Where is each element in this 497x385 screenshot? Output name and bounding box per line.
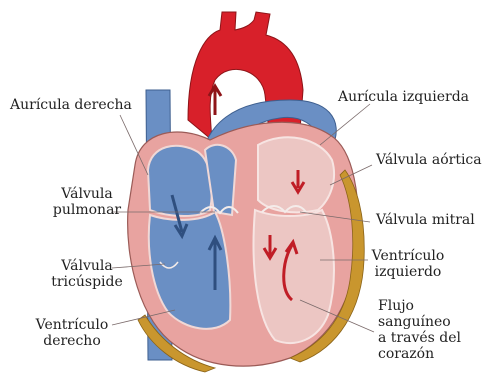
label-ventriculo-izquierdo-line2: izquierdo bbox=[368, 264, 448, 280]
label-flujo-sanguineo: Flujo sanguíneo a través del corazón bbox=[378, 298, 461, 362]
label-flujo-line1: Flujo bbox=[378, 298, 461, 314]
label-ventriculo-derecho-line2: derecho bbox=[30, 333, 114, 349]
label-flujo-line4: corazón bbox=[378, 346, 461, 362]
left-atrium bbox=[258, 137, 334, 212]
label-auricula-derecha: Aurícula derecha bbox=[10, 97, 132, 113]
label-valvula-pulmonar-line2: pulmonar bbox=[46, 202, 128, 218]
label-ventriculo-izquierdo-line1: Ventrículo bbox=[368, 248, 448, 264]
label-auricula-izquierda: Aurícula izquierda bbox=[338, 89, 469, 105]
label-valvula-mitral: Válvula mitral bbox=[376, 212, 475, 228]
label-valvula-pulmonar-line1: Válvula bbox=[46, 186, 128, 202]
label-valvula-aortica: Válvula aórtica bbox=[376, 152, 482, 168]
left-ventricle bbox=[254, 210, 334, 343]
label-valvula-pulmonar: Válvula pulmonar bbox=[46, 186, 128, 218]
label-valvula-tricuspide-line2: tricúspide bbox=[46, 274, 128, 290]
label-ventriculo-derecho-line1: Ventrículo bbox=[30, 317, 114, 333]
label-ventriculo-derecho: Ventrículo derecho bbox=[30, 317, 114, 349]
label-ventriculo-izquierdo: Ventrículo izquierdo bbox=[368, 248, 448, 280]
label-flujo-line3: a través del bbox=[378, 330, 461, 346]
label-valvula-tricuspide-line1: Válvula bbox=[46, 258, 128, 274]
label-flujo-line2: sanguíneo bbox=[378, 314, 461, 330]
label-valvula-tricuspide: Válvula tricúspide bbox=[46, 258, 128, 290]
right-atrium bbox=[148, 146, 212, 216]
